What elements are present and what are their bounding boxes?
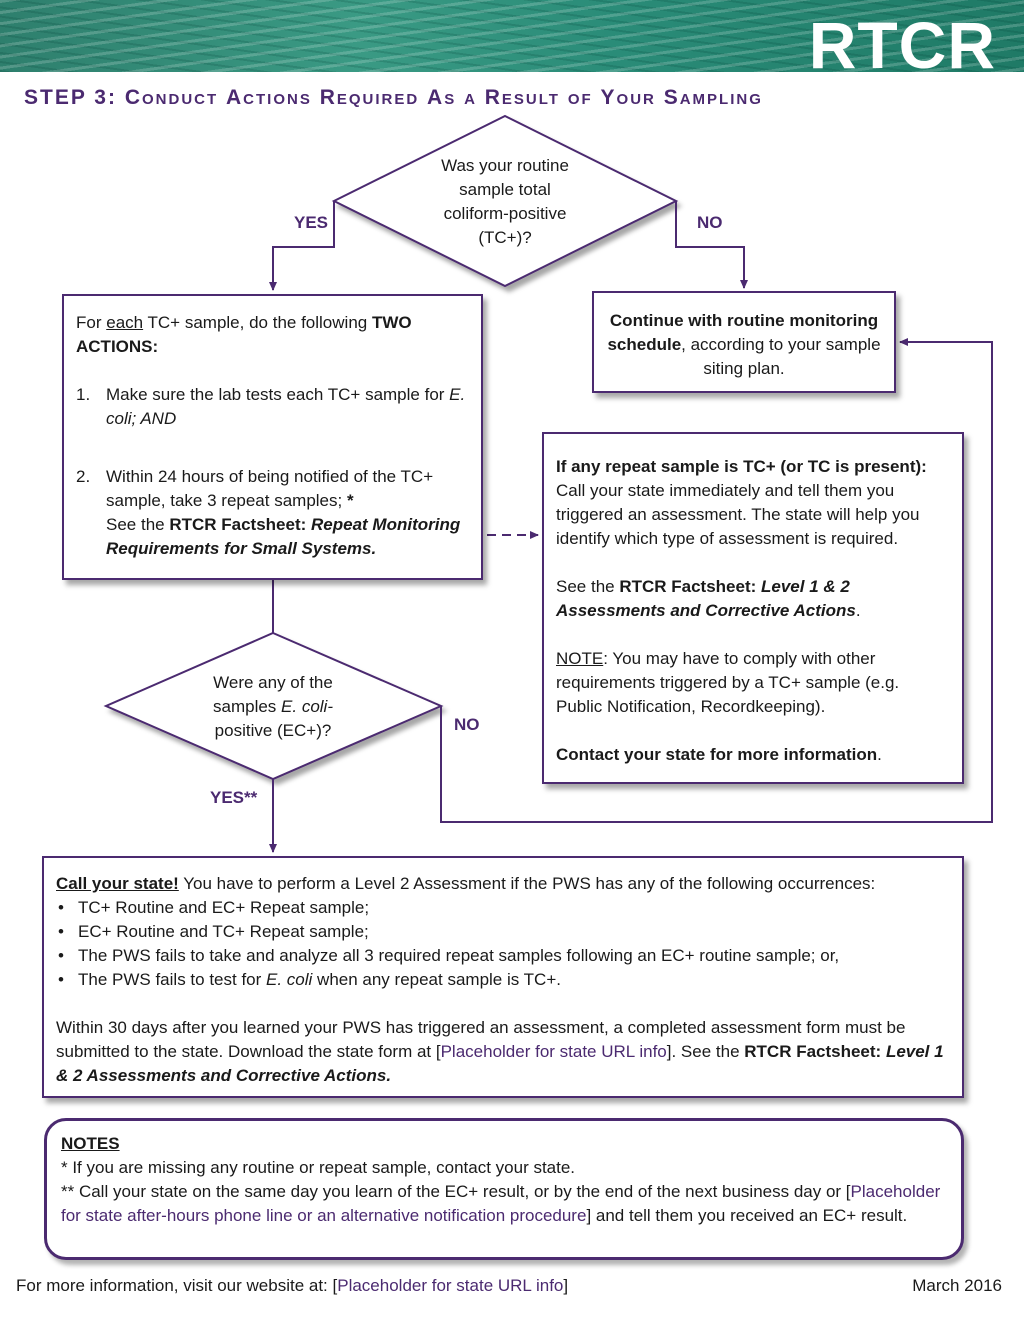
decision1-line: sample total — [459, 180, 551, 199]
occurrence-item: EC+ Routine and TC+ Repeat sample; — [56, 920, 950, 944]
action-item-2: 2.Within 24 hours of being notified of t… — [76, 467, 461, 558]
title-word: As — [427, 86, 457, 109]
decision1-question: Was your routine sample total coliform-p… — [414, 154, 596, 250]
decision1-no-label: NO — [697, 213, 723, 232]
two-actions-box: For each TC+ sample, do the following TW… — [62, 294, 483, 580]
notes-box: NOTES * If you are missing any routine o… — [44, 1118, 964, 1260]
routine-monitoring-box: Continue with routine monitoring schedul… — [592, 291, 896, 393]
title-word: Conduct — [124, 86, 219, 109]
decision2-question: Were any of the samples E. coli- positiv… — [213, 673, 333, 740]
after-hours-placeholder[interactable]: Placeholder for state after-hours phone … — [61, 1182, 941, 1225]
title-word: Actions — [226, 86, 312, 109]
title-word: of — [567, 86, 593, 109]
decision-diamond-tc — [331, 114, 679, 288]
title-word: Result — [484, 86, 560, 109]
decision2-yes-label: YES** — [210, 788, 258, 807]
decision2-no-label: NO — [454, 715, 480, 734]
rtcr-logo: RTCR — [808, 8, 996, 82]
title-word: Required — [319, 86, 420, 109]
occurrence-item: The PWS fails to test for E. coli when a… — [56, 968, 950, 992]
note-2: ** Call your state on the same day you l… — [61, 1182, 941, 1225]
title-word: Your — [600, 86, 656, 109]
repeat-box-heading: If any repeat sample is TC+ (or TC is pr… — [556, 457, 927, 476]
step-number: STEP 3: — [24, 86, 117, 109]
decision1-line: coliform-positive — [443, 204, 567, 223]
call-state-box: Call your state! You have to perform a L… — [42, 856, 964, 1098]
state-url-placeholder[interactable]: Placeholder for state URL info — [440, 1042, 667, 1061]
note-1: * If you are missing any routine or repe… — [61, 1158, 576, 1177]
footer-date: March 2016 — [912, 1276, 1002, 1295]
action-item-1: 1.Make sure the lab tests each TC+ sampl… — [76, 385, 466, 428]
decision1-line: Was your routine — [441, 156, 569, 175]
repeat-sample-box: If any repeat sample is TC+ (or TC is pr… — [542, 432, 964, 784]
footer-url-placeholder[interactable]: Placeholder for state URL info — [337, 1276, 564, 1295]
two-actions-intro: For each TC+ sample, do the following TW… — [76, 313, 412, 356]
notes-heading: NOTES — [61, 1134, 120, 1153]
no-connector-2 — [440, 338, 993, 823]
call-state-lead: Call your state! — [56, 874, 179, 893]
footer-website: For more information, visit our website … — [16, 1276, 569, 1295]
occurrence-item: The PWS fails to take and analyze all 3 … — [56, 944, 950, 968]
decision1-yes-label: YES — [294, 213, 329, 232]
occurrence-item: TC+ Routine and EC+ Repeat sample; — [56, 896, 950, 920]
assessment-paragraph: Within 30 days after you learned your PW… — [56, 1018, 944, 1085]
page-title: STEP 3: Conduct Actions Required As a Re… — [24, 86, 763, 110]
no-connector-1 — [675, 201, 748, 289]
yes-connector-1 — [269, 201, 335, 291]
title-word: Sampling — [663, 86, 763, 109]
header-banner: RTCR — [0, 0, 1024, 78]
decision1-line: (TC+)? — [478, 228, 532, 247]
title-word: a — [464, 86, 477, 109]
